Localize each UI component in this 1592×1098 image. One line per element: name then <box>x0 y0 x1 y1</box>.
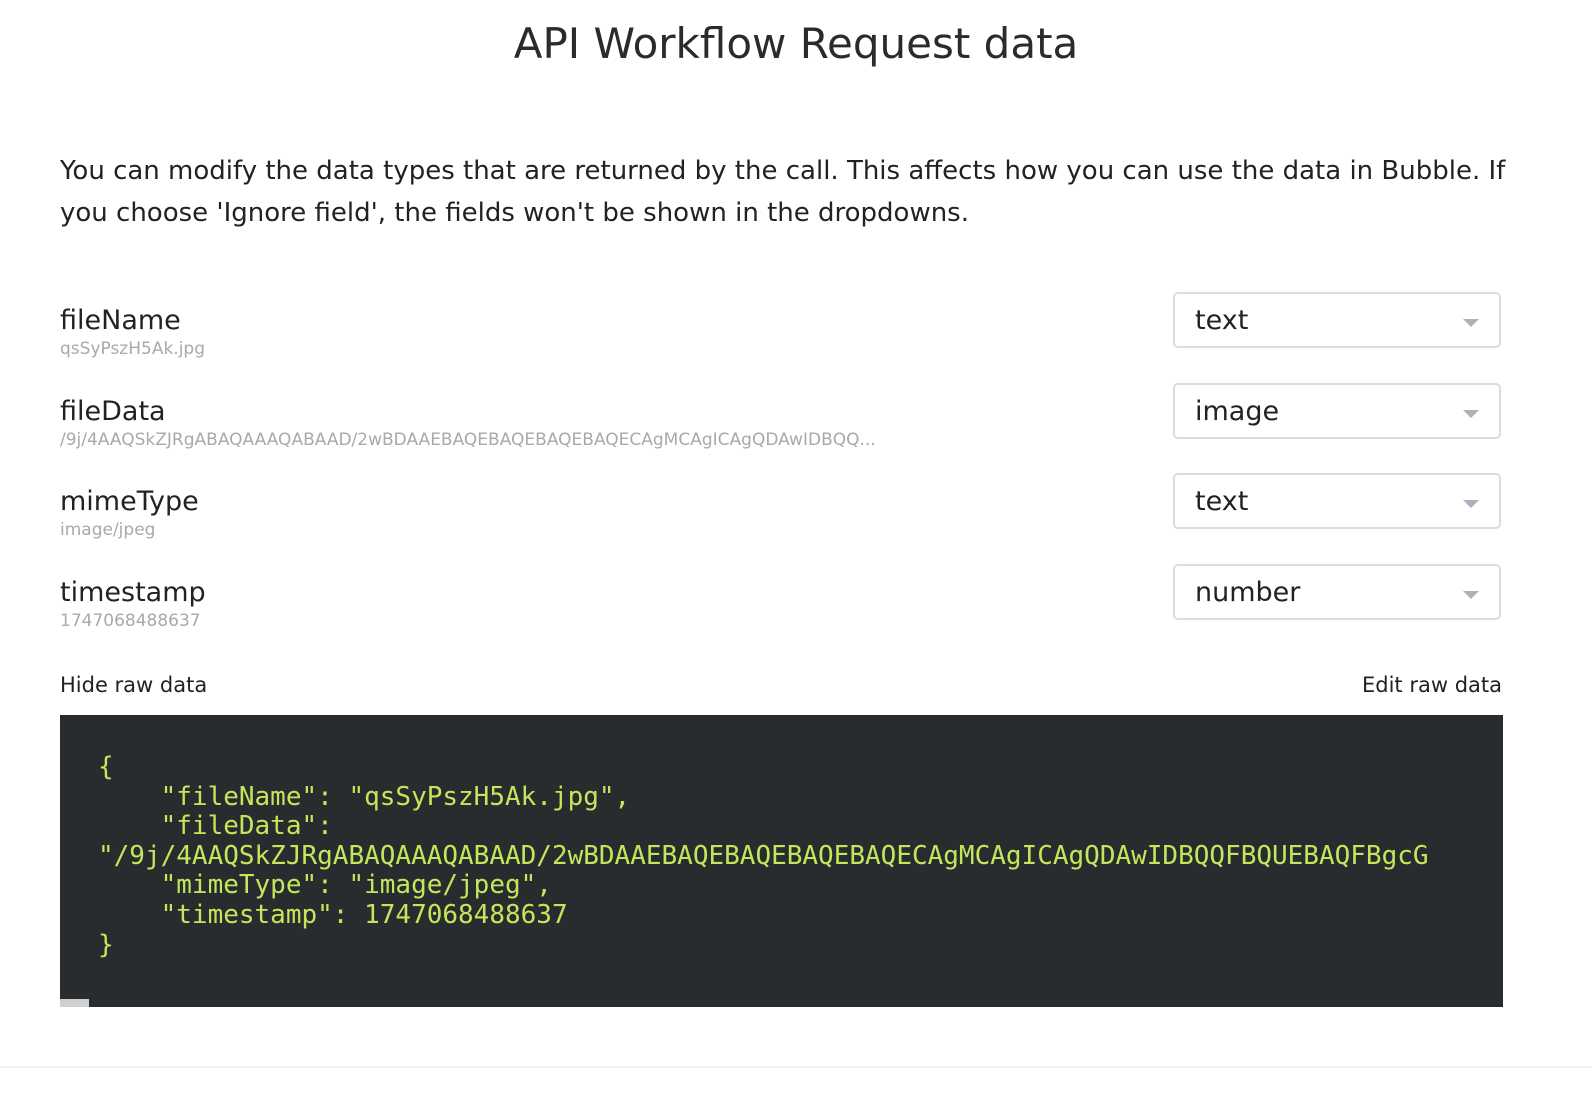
field-sample-value: /9j/4AAQSkZJRgABAQAAAQABAAD/2wBDAAEBAQEB… <box>60 430 876 450</box>
raw-data-json: { "fileName": "qsSyPszH5Ak.jpg", "fileDa… <box>98 752 1429 960</box>
horizontal-scrollbar-thumb[interactable] <box>60 999 89 1007</box>
chevron-down-icon <box>1463 319 1479 327</box>
field-type-value: image <box>1195 396 1280 427</box>
field-type-dropdown[interactable]: number <box>1173 564 1501 620</box>
field-row-timestamp: timestamp 1747068488637 number <box>60 564 1532 631</box>
edit-raw-data-link[interactable]: Edit raw data <box>1362 673 1502 697</box>
field-name: fileData <box>60 396 166 427</box>
field-row-filedata: fileData /9j/4AAQSkZJRgABAQAAAQABAAD/2wB… <box>60 383 1532 450</box>
field-type-value: text <box>1195 486 1249 517</box>
field-type-dropdown[interactable]: image <box>1173 383 1501 439</box>
field-sample-value: qsSyPszH5Ak.jpg <box>60 339 206 359</box>
page-title: API Workflow Request data <box>513 19 1079 68</box>
field-name: timestamp <box>60 577 206 608</box>
field-name: fileName <box>60 305 181 336</box>
field-type-value: text <box>1195 305 1249 336</box>
field-type-value: number <box>1195 577 1301 608</box>
field-row-filename: fileName qsSyPszH5Ak.jpg text <box>60 292 1532 359</box>
hide-raw-data-link[interactable]: Hide raw data <box>60 673 208 697</box>
bottom-divider <box>0 1066 1592 1068</box>
field-name: mimeType <box>60 486 199 517</box>
chevron-down-icon <box>1463 410 1479 418</box>
chevron-down-icon <box>1463 591 1479 599</box>
field-type-dropdown[interactable]: text <box>1173 473 1501 529</box>
field-row-mimetype: mimeType image/jpeg text <box>60 473 1532 540</box>
field-sample-value: image/jpeg <box>60 520 156 540</box>
field-sample-value: 1747068488637 <box>60 611 201 631</box>
chevron-down-icon <box>1463 500 1479 508</box>
raw-data-code-panel[interactable]: { "fileName": "qsSyPszH5Ak.jpg", "fileDa… <box>60 715 1503 1007</box>
page-description: You can modify the data types that are r… <box>60 156 1506 228</box>
field-type-dropdown[interactable]: text <box>1173 292 1501 348</box>
